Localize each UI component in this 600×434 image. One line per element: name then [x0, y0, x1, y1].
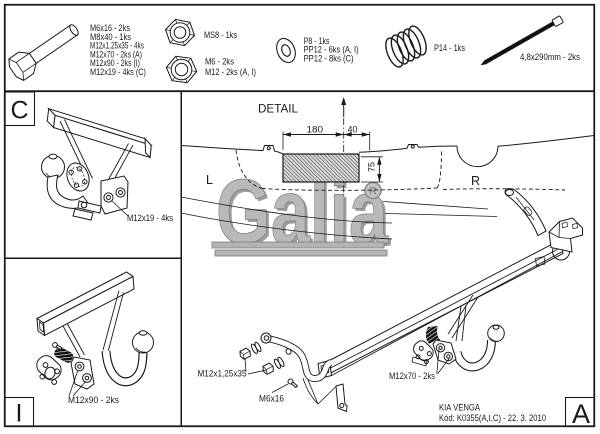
svg-text:A: A: [572, 399, 590, 429]
svg-text:M12x70 - 2ks (A): M12x70 - 2ks (A): [90, 49, 142, 59]
svg-text:R: R: [471, 174, 480, 188]
svg-text:M12x90 - 2ks: M12x90 - 2ks: [68, 395, 119, 405]
svg-text:M12 - 2ks (A, I): M12 - 2ks (A, I): [205, 67, 256, 77]
svg-text:M12x70 - 2ks: M12x70 - 2ks: [389, 371, 435, 381]
svg-text:4,8x290mm - 2ks: 4,8x290mm - 2ks: [520, 52, 580, 62]
svg-text:KIA VENGA: KIA VENGA: [439, 403, 480, 413]
svg-text:R: R: [369, 186, 377, 198]
svg-text:DETAIL: DETAIL: [258, 102, 298, 116]
svg-text:M12x1,25x35 - 4ks: M12x1,25x35 - 4ks: [90, 41, 144, 51]
svg-text:P8 - 1ks: P8 - 1ks: [304, 36, 330, 46]
svg-text:MS8 - 1ks: MS8 - 1ks: [204, 30, 237, 40]
svg-text:L: L: [206, 173, 213, 187]
svg-text:40: 40: [348, 125, 358, 135]
svg-text:Kód: K0355(A,I,C) - 22. 3. 201: Kód: K0355(A,I,C) - 22. 3. 2010: [439, 413, 546, 423]
svg-text:M12x19 - 4ks (C): M12x19 - 4ks (C): [90, 67, 146, 77]
svg-text:M8x40 - 1ks: M8x40 - 1ks: [90, 32, 131, 42]
svg-text:M12x19 - 4ks: M12x19 - 4ks: [127, 213, 173, 223]
svg-text:P14 - 1ks: P14 - 1ks: [434, 43, 465, 53]
svg-text:M12x90 - 2ks (I): M12x90 - 2ks (I): [90, 58, 140, 68]
svg-text:M6x16: M6x16: [259, 394, 284, 404]
svg-text:PP12 - 6ks (A, I): PP12 - 6ks (A, I): [304, 45, 359, 55]
svg-text:M6x16 - 2ks: M6x16 - 2ks: [90, 23, 130, 33]
svg-text:M12x1,25x35: M12x1,25x35: [198, 369, 247, 379]
svg-text:75: 75: [367, 162, 377, 172]
svg-text:C: C: [10, 97, 28, 125]
svg-text:PP12 - 8ks (C): PP12 - 8ks (C): [304, 53, 354, 63]
svg-text:180: 180: [307, 125, 324, 135]
svg-text:M6 - 2ks: M6 - 2ks: [205, 57, 234, 67]
svg-text:I: I: [16, 400, 23, 428]
